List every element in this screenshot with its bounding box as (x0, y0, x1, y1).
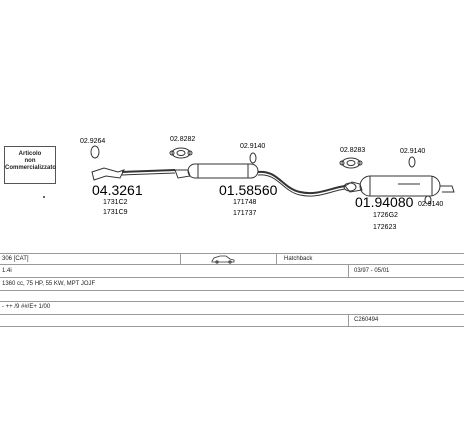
table-divider (0, 326, 464, 327)
clamp-code: 02.8282 (170, 136, 195, 143)
table-divider (0, 290, 464, 291)
clamp-icon (408, 156, 416, 168)
clamp-icon (90, 145, 100, 159)
clamp-code: 02.8283 (340, 147, 365, 154)
oem-code: 171748 (233, 199, 256, 206)
front-pipe (91, 167, 125, 181)
clamp-code: 02.9264 (80, 138, 105, 145)
table-divider (0, 314, 464, 315)
clamp-icon (339, 157, 363, 169)
clamp-icon (169, 147, 193, 159)
clamp-code: 02.9140 (418, 201, 443, 208)
oem-code: 172623 (373, 224, 396, 231)
production-dates: 03/97 - 05/01 (354, 268, 390, 274)
oem-code: 1731C2 (103, 199, 128, 206)
oem-code: 1726G2 (373, 212, 398, 219)
table-column-divider (348, 264, 349, 277)
oem-code: 171737 (233, 210, 256, 217)
table-divider (0, 264, 464, 265)
part-number-front-pipe: 04.3261 (92, 182, 143, 198)
note-line-1: Articolo (18, 151, 42, 157)
table-column-divider (276, 253, 277, 264)
vehicle-model: 306 [CAT] (2, 256, 29, 262)
table-column-divider (348, 314, 349, 326)
table-divider (0, 301, 464, 302)
body-type: Hatchback (284, 256, 313, 262)
note-line-3: Commercializzato (5, 165, 57, 171)
clamp-code: 02.9140 (240, 143, 265, 150)
engine-size: 1.4i (2, 268, 12, 274)
part-number-centre-silencer: 01.58560 (219, 182, 278, 198)
engine-specification: 1360 cc, 75 HP, 55 KW, MPT JOJF (2, 281, 96, 287)
additional-info: - ++ /9 ##/E+ 1/00 (2, 304, 51, 310)
table-divider (0, 277, 464, 278)
table-divider (0, 253, 464, 254)
oem-code: 1731C9 (103, 209, 128, 216)
note-line-2: non (24, 158, 36, 164)
exhaust-system-diagram: 04.3261 01.58560 01.94080 1731C2 1731C9 … (43, 136, 455, 231)
clamp-icon (424, 195, 432, 205)
hatchback-car-icon (211, 255, 235, 264)
table-column-divider (180, 253, 181, 264)
not-commercialized-note: Articolo non Commercializzato (4, 146, 56, 184)
part-number-rear-silencer: 01.94080 (355, 194, 414, 210)
catalog-code: C260494 (354, 317, 379, 323)
clamp-code: 02.9140 (400, 148, 425, 155)
rear-silencer (359, 175, 441, 197)
clamp-icon (249, 152, 257, 164)
